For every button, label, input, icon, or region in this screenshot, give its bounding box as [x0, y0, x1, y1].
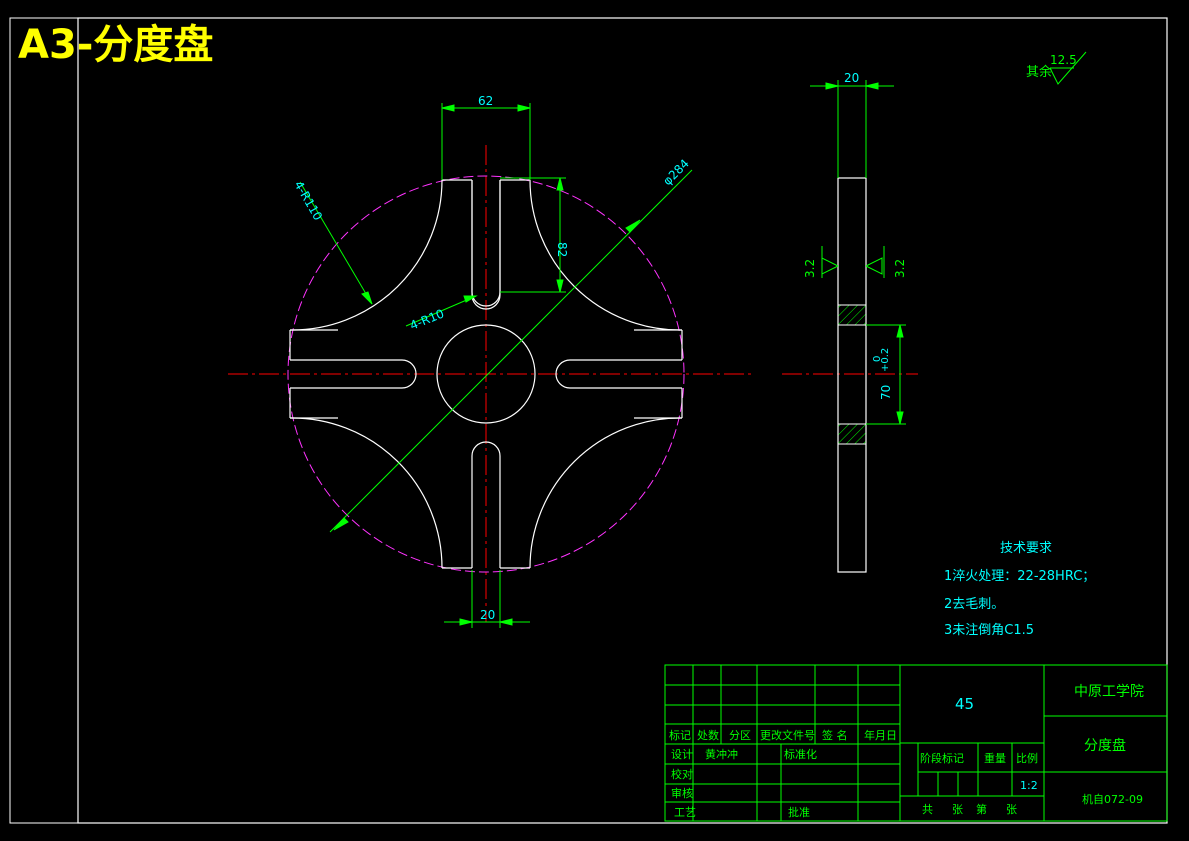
tech-heading: 技术要求: [1000, 541, 1052, 556]
dim-dia-284-text: φ284: [660, 156, 692, 188]
col-label-4: 签 名: [822, 728, 848, 742]
design-label: 设计: [671, 748, 693, 761]
roughness-other-prefix: 其余: [1026, 64, 1052, 80]
outer-frame: [9, 17, 1168, 824]
check-label: 校对: [671, 767, 693, 781]
slot-left: [290, 359, 417, 389]
leader-r10-text: 4-R10: [408, 306, 446, 332]
dim-dia-284: [329, 169, 693, 533]
slot-bottom: [471, 441, 501, 568]
slot-right: [555, 359, 682, 389]
scale-label: 比例: [1016, 751, 1038, 765]
outer-circle-phantom: [287, 175, 685, 573]
sheet-unit2: 张: [1006, 803, 1017, 816]
dim-82-text: 82: [555, 242, 569, 257]
dim-62: [441, 103, 531, 180]
sheet-title: A3-分度盘: [18, 22, 213, 68]
roughness-other-symbol: [1049, 51, 1087, 85]
standardize-label: 标准化: [784, 747, 817, 761]
dim-70-text: 70: [879, 385, 893, 400]
title-block: [664, 664, 1168, 822]
inner-frame: [77, 17, 1168, 824]
drawing-no-text: 机自072-09: [1082, 792, 1143, 806]
col-label-3: 更改文件号: [760, 728, 815, 742]
roughness-left-text: 3.2: [803, 259, 817, 278]
tech-item-1: 1淬火处理：22-28HRC；: [944, 569, 1095, 584]
hatch-bottom: [837, 423, 867, 445]
col-label-0: 标记: [669, 728, 691, 742]
center-bore: [436, 324, 536, 424]
dim-20-side-text: 20: [844, 71, 859, 85]
leader-r110: [299, 181, 373, 305]
school-text: 中原工学院: [1074, 684, 1144, 700]
corner-arc-br: [529, 417, 683, 569]
dim-20-bottom-text: 20: [480, 608, 495, 622]
roughness-right: [865, 246, 885, 278]
tech-item-2: 2去毛刺。: [944, 597, 1004, 612]
roughness-right-text: 3.2: [893, 259, 907, 278]
dim-70-tol-lower: 0: [872, 356, 883, 362]
process-label: 工艺: [674, 806, 696, 819]
dim-20-side: [810, 80, 894, 178]
dim-20-bottom: [444, 570, 530, 628]
dim-82: [500, 177, 566, 293]
approve-label: 批准: [788, 805, 810, 819]
side-body: [837, 177, 867, 573]
hatch-top: [837, 304, 867, 326]
scale-value: 1:2: [1020, 779, 1038, 792]
roughness-left: [821, 246, 839, 278]
dim-70: [866, 324, 906, 425]
leader-r110-text: 4-R110: [291, 179, 325, 223]
corner-arc-tl: [289, 179, 443, 331]
material-text: 45: [955, 695, 974, 713]
review-label: 审核: [671, 786, 693, 800]
roughness-other-value: 12.5: [1050, 53, 1077, 67]
dim-70-tol-upper: +0.2: [880, 348, 891, 372]
corner-arc-bl: [289, 417, 443, 569]
slot-top: [471, 180, 501, 307]
col-label-5: 年月日: [864, 728, 897, 742]
title-block-labels: 标记 处数 分区 更改文件号 签 名 年月日 设计 黄冲冲 标准化 校对 审核 …: [669, 728, 1038, 819]
designer-name: 黄冲冲: [705, 747, 738, 761]
tech-item-3: 3未注倒角C1.5: [944, 623, 1034, 638]
dim-62-text: 62: [478, 94, 493, 108]
side-view: 20 70 +0.2 0 3.2 3.2: [782, 71, 918, 573]
col-label-2: 分区: [729, 729, 751, 742]
part-name-text: 分度盘: [1084, 737, 1126, 754]
sheet-unit1: 张: [952, 803, 963, 816]
leader-r10: [405, 295, 478, 327]
front-view: 62 82 20 φ284 4: [228, 94, 752, 628]
stage-label: 阶段标记: [920, 751, 964, 765]
weight-label: 重量: [984, 751, 1006, 765]
sheet-seq: 第: [976, 802, 987, 816]
col-label-1: 处数: [697, 729, 719, 742]
sheet-total: 共: [922, 803, 933, 816]
